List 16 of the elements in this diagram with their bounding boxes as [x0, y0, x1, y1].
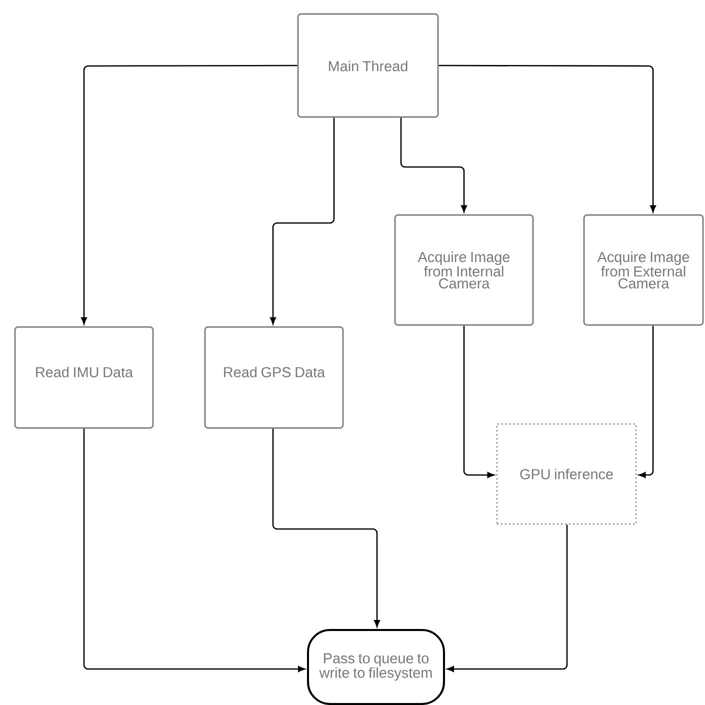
arrow	[638, 326, 654, 478]
terminal-box: Pass to queue to write to filesystem	[307, 629, 445, 705]
process-box: Main Thread	[297, 13, 439, 118]
arrow	[81, 64, 298, 324]
arrow	[400, 118, 467, 212]
process-box: Read GPS Data	[204, 326, 344, 429]
arrow	[463, 326, 494, 478]
arrow	[446, 524, 568, 672]
process-box: Acquire Image from External Camera	[583, 214, 704, 326]
process-box: Acquire Image from Internal Camera	[394, 214, 534, 326]
process-box: Read IMU Data	[14, 326, 154, 429]
process-box: GPU inference	[496, 423, 637, 525]
arrow	[270, 118, 335, 324]
arrow	[83, 428, 306, 672]
arrow	[272, 428, 380, 628]
arrow	[438, 64, 656, 212]
